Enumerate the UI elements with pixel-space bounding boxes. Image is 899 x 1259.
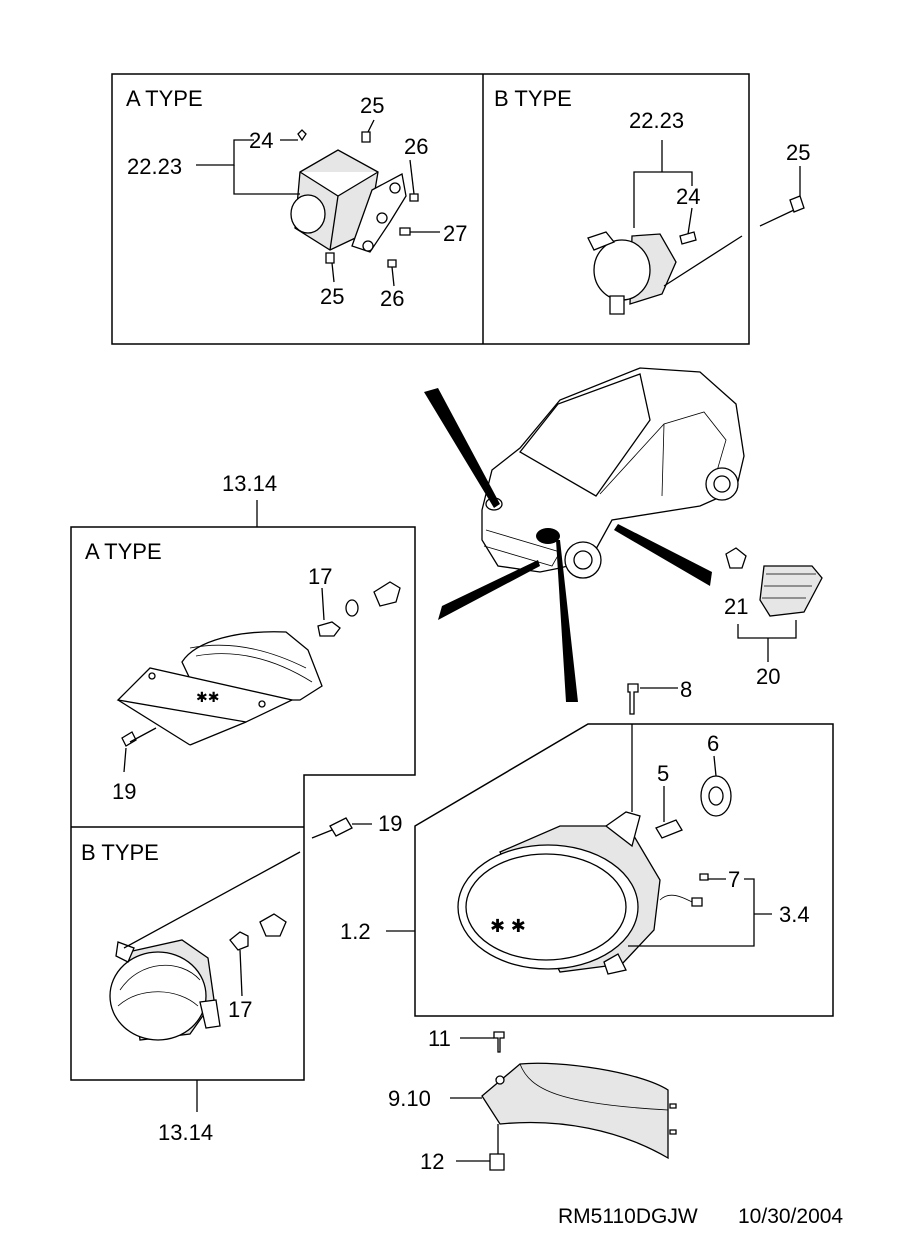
label-17-left-b: 17 [228,997,252,1022]
label-12-bezel: 12 [420,1149,444,1174]
label-22-23-top-a: 22.23 [127,154,182,179]
footer: RM5110DGJW 10/30/2004 [558,1205,843,1228]
top-a-leaders: 25 24 22.23 26 27 25 26 [127,93,467,311]
lens-pattern-a: ✱✱ [196,690,219,706]
top-b-title: B TYPE [494,86,572,111]
side-marker: 21 20 [724,547,823,689]
label-24-top-a: 24 [249,128,273,153]
label-26-top-a: 26 [404,134,428,159]
label-26-bottom-a: 26 [380,286,404,311]
clip-27 [399,227,411,236]
headlamp-lens-inner [465,853,627,961]
label-17-left-a: 17 [308,564,332,589]
fog-lamp-b-lens [593,239,651,301]
car-bumper [483,529,561,567]
screw-25-bottom [325,252,335,264]
screw-11 [493,1031,505,1053]
label-6-headlamp: 6 [707,731,719,756]
label-8-headlamp: 8 [680,677,692,702]
bezel-trim [481,1062,669,1160]
pointer-wedge-left [438,560,540,620]
diagram-code: RM5110DGJW [558,1205,698,1228]
bulb-17-a [317,621,341,637]
turn-lamp-b-lens [109,951,207,1041]
bulb-17-b [229,931,249,951]
turn-lamp-a-type: ✱✱ 17 19 [112,564,401,804]
turn-lamp-a-lens [116,667,294,723]
label-3-4-headlamp: 3.4 [779,902,810,927]
screw-25-top [361,131,371,143]
top-a-title: A TYPE [126,86,203,111]
label-5-headlamp: 5 [657,761,669,786]
pointer-wedge-right [614,524,712,586]
label-21-side-marker: 21 [724,594,748,619]
turn-lamp-b-type: 19 17 [109,811,402,1041]
clip-26-bottom [387,259,397,268]
bulb-24-b [679,231,697,245]
bolt-8 [627,683,639,715]
label-27-top-a: 27 [443,221,467,246]
label-20-side-marker: 20 [756,664,780,689]
bulb-7-b [691,897,703,907]
socket-17-b [259,913,287,937]
bulb-24 [297,129,307,142]
top-b-leaders: 22.23 24 25 [629,108,810,287]
top-panel-frame [111,73,750,345]
vehicle-illustration [424,367,745,702]
car-side-windows [599,411,727,495]
pointer-wedge-top [424,388,500,508]
label-19-left-a: 19 [112,779,136,804]
top-panel: A TYPE B TYPE [111,73,750,345]
label-13-14-top: 13.14 [222,471,277,496]
label-9-10-bezel: 9.10 [388,1086,431,1111]
left-panel: 13.14 A TYPE B TYPE 13.14 [70,471,416,1145]
oring-17-a [345,599,359,617]
label-25-bottom-a: 25 [320,284,344,309]
pointer-wedge-down [556,540,578,702]
car-headlamp-marker [536,528,560,544]
car-windshield [519,373,651,497]
fog-lamp-b-type [587,195,805,315]
fog-lamp-b-bracket-bottom [609,295,625,315]
turn-lamp-b-clip [199,999,221,1029]
fog-lamp-b-bracket-top [587,231,616,251]
headlamp-panel: 1.2 [340,723,834,1017]
screw-19-b [329,817,353,837]
fog-lamp-a-bracket [351,173,407,253]
bulb-5 [655,819,683,839]
headlamp-assembly: ✱ ✱ [457,683,732,975]
clip-12 [489,1153,505,1171]
label-19-left-b: 19 [378,811,402,836]
label-22-23-top-b: 22.23 [629,108,684,133]
label-7-headlamp: 7 [728,867,740,892]
left-panel-frame [70,526,416,1081]
left-b-title: B TYPE [81,840,159,865]
socket-17-a [373,581,401,607]
bezel: 11 9.10 12 [388,1026,677,1174]
label-25-top-b: 25 [786,140,810,165]
diagram-date: 10/30/2004 [738,1205,843,1228]
headlamp-panel-frame [414,723,834,1017]
label-1-2-headlamp: 1.2 [340,919,371,944]
lens-pattern-headlamp: ✱ ✱ [490,916,526,937]
label-25-top-a: 25 [360,93,384,118]
bulb-7-a [699,873,709,881]
label-13-14-bottom: 13.14 [158,1120,213,1145]
fog-lamp-a-type [290,129,419,268]
clip-26-top [409,193,419,202]
left-a-title: A TYPE [85,539,162,564]
headlamp-mount-bottom [603,953,627,975]
headlamp-leaders: 8 6 5 7 3.4 [628,677,810,947]
side-marker-lens-20 [759,565,823,617]
headlamp-mount-top [604,811,641,848]
screw-19-a [121,731,137,747]
label-24-top-b: 24 [676,184,700,209]
label-11-bezel: 11 [428,1026,451,1051]
side-marker-bulb-21 [725,547,747,569]
fog-lamp-a-lens [290,194,326,234]
screw-25-b [789,195,805,213]
